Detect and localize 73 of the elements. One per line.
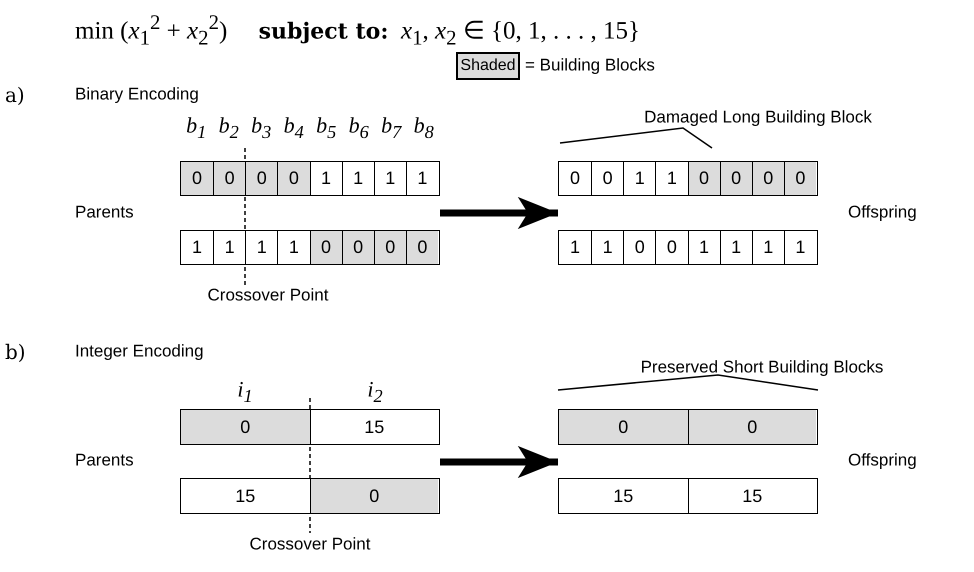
value-cell: 0 xyxy=(245,162,278,195)
value-cell: 1 xyxy=(752,231,784,264)
chromosome-row xyxy=(180,161,440,196)
chromosome-row xyxy=(558,409,818,445)
value-cell: 1 xyxy=(374,162,406,195)
value-cell: 0 xyxy=(310,479,438,513)
text-label: Binary Encoding xyxy=(75,86,199,104)
value-cell: 0 xyxy=(655,231,688,264)
legend-sample-box: Shaded xyxy=(456,52,520,80)
text-label: Offspring xyxy=(848,204,917,222)
value-cell: 1 xyxy=(310,162,342,195)
text-label: = Building Blocks xyxy=(525,56,655,76)
value-cell: 0 xyxy=(181,162,214,195)
chromosome-row xyxy=(180,230,440,265)
value-cell: 0 xyxy=(559,410,688,444)
value-cell: 1 xyxy=(213,231,246,264)
value-cell: 0 xyxy=(213,162,246,195)
value-cell: 0 xyxy=(559,162,592,195)
value-cell: 1 xyxy=(406,162,438,195)
value-cell: 15 xyxy=(559,479,688,513)
text-label: Crossover Point xyxy=(208,286,328,306)
formula-heading: min (x$_{1}$$^{2}$ + x$_{2}$$^{2}$) subject to: x$_{1}$, x$_{2}$ ∈ {0, 1, . . . , 15} xyxy=(75,10,640,50)
value-cell: 15 xyxy=(310,410,438,444)
text-label: a) xyxy=(5,84,25,106)
chromosome-row xyxy=(558,230,818,265)
text-label: Offspring xyxy=(848,452,917,470)
value-cell: 0 xyxy=(342,231,374,264)
chromosome-row xyxy=(180,478,440,514)
value-cell: 0 xyxy=(406,231,438,264)
arrow xyxy=(440,196,558,230)
chromosome-row xyxy=(558,161,818,196)
value-cell: 1 xyxy=(342,162,374,195)
value-cell: 0 xyxy=(181,410,310,444)
value-cell: 0 xyxy=(720,162,752,195)
value-cell: 0 xyxy=(784,162,816,195)
variable-label: i$_{1}$ xyxy=(237,378,253,406)
value-cell: 0 xyxy=(277,162,310,195)
text-label: Crossover Point xyxy=(250,536,370,554)
variable-label: b$_{5}$ xyxy=(316,114,336,142)
value-cell: 1 xyxy=(559,231,592,264)
variable-label: b$_{4}$ xyxy=(284,114,304,142)
text-label: b) xyxy=(5,341,26,363)
value-cell: 1 xyxy=(591,231,624,264)
variable-label: i$_{2}$ xyxy=(367,378,383,406)
value-cell: 0 xyxy=(688,162,720,195)
chromosome-row xyxy=(180,409,440,445)
text-label: Parents xyxy=(75,452,134,470)
value-cell: 1 xyxy=(688,231,720,264)
value-cell: 0 xyxy=(752,162,784,195)
value-cell: 1 xyxy=(245,231,278,264)
variable-label: b$_{8}$ xyxy=(414,114,434,142)
value-cell: 1 xyxy=(181,231,214,264)
variable-label: b$_{7}$ xyxy=(381,114,402,142)
value-cell: 0 xyxy=(688,410,816,444)
variable-label: b$_{3}$ xyxy=(251,114,272,142)
text-label: Damaged Long Building Block xyxy=(644,108,872,128)
text-label: Preserved Short Building Blocks xyxy=(640,358,884,378)
value-cell: 15 xyxy=(181,479,310,513)
variable-label: b$_{1}$ xyxy=(186,114,206,142)
value-cell: 1 xyxy=(784,231,816,264)
variable-label: b$_{6}$ xyxy=(348,114,369,142)
arrow xyxy=(440,446,558,478)
value-cell: 0 xyxy=(591,162,624,195)
value-cell: 1 xyxy=(623,162,656,195)
value-cell: 0 xyxy=(310,231,342,264)
value-cell: 1 xyxy=(720,231,752,264)
value-cell: 0 xyxy=(623,231,656,264)
value-cell: 15 xyxy=(688,479,816,513)
chromosome-row xyxy=(558,478,818,514)
value-cell: 0 xyxy=(374,231,406,264)
text-label: Parents xyxy=(75,204,134,222)
text-label: Integer Encoding xyxy=(75,342,204,362)
variable-label: b$_{2}$ xyxy=(218,114,239,142)
